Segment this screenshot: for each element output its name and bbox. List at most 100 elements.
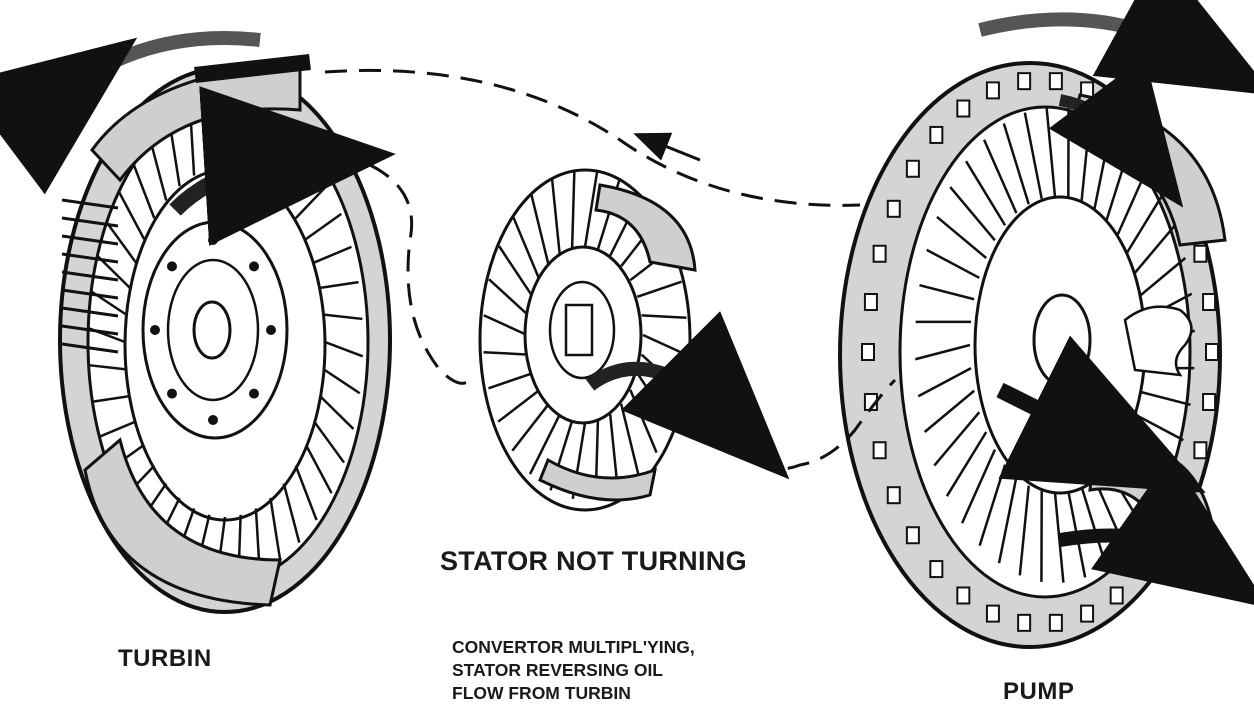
stator-blade [528,413,561,475]
pump-shell-slot [1109,586,1124,605]
hub-bolt [249,388,260,399]
pump-shell-slot [872,244,887,263]
pump-blade [919,283,975,301]
pump-shell-slot [985,81,1000,100]
pump-flow-arrow-bottom [1058,454,1254,609]
oil-flow-path-top [324,68,861,207]
turbine-blade [294,465,318,521]
stator-blade [583,170,599,248]
pump-blade [1129,223,1177,279]
stator-reversed-flow-arrow [585,311,790,480]
turbine-blade-stub [61,270,119,282]
stator-blade [483,350,529,356]
turbine-blade [98,420,137,439]
pump-flow-arrow-top [1048,56,1184,208]
turbine-flow-arrow-top [194,54,311,83]
pump-blade [1053,492,1065,583]
pump-shell-slot [1193,441,1208,460]
hub-bolt [150,325,160,335]
hub-bolt [208,235,218,245]
pump-shell-slot [886,199,901,218]
caption-line: FLOW FROM TURBIN [452,683,631,703]
pump-shell-slot [905,526,920,545]
hub-bolt [166,261,177,272]
stator-blade [483,314,528,337]
caption-line: STATOR REVERSING OIL [452,660,663,680]
pump-shell-slot [956,586,971,605]
hub-bolt [266,325,276,335]
turbine-label: TURBIN [118,645,212,672]
pump-shell-slot [956,99,971,118]
stator-blade [530,194,551,267]
pump-flow-arrow-mid [996,335,1206,493]
turbine-blade [323,368,361,395]
turbine-blade [313,245,352,264]
pump-blade [1002,123,1030,205]
hub-bolt [166,388,177,399]
pump-shell-slot [861,343,875,361]
pump-shell-slot [1017,613,1032,632]
oil-flow-direction-marker [633,132,701,162]
pump-shell-slot [1136,560,1151,579]
pump-blade [917,367,972,398]
pump-blade [923,389,975,433]
hub-bolt [208,415,218,425]
turbine-blade-stub [61,252,119,264]
stator-blade [511,403,550,452]
turbine-blade-stub [61,216,119,228]
turbine-blade [87,363,127,371]
pump-blade [945,431,988,497]
pump-blade [1018,485,1030,576]
turbine-blade [91,394,131,404]
stator-blade [570,170,576,250]
pump-shell-slot [886,486,901,505]
pump-shell-slot [905,159,920,178]
pump-wheel [838,61,1227,649]
turbine-blade-stub [61,288,119,300]
stator-blade [512,216,541,281]
stator-blade [636,280,682,299]
stator-blade [498,245,534,298]
pump-shell-slot [929,125,944,144]
turbine-rotation-arrow [0,31,261,195]
pump-rotation-arrow [978,0,1254,96]
pump-shell-slot [1017,72,1032,91]
turbine-blade [323,313,363,321]
pump-shell-slot [1202,293,1217,312]
pump-blade [933,411,981,467]
stator-blade [497,388,541,423]
pump-blade [914,343,971,361]
turbine-blade [313,420,345,464]
pump-blade [1135,257,1187,301]
pump-label: PUMP [1003,678,1075,705]
turbine-blade [105,220,137,264]
pump-shell-slot [1080,604,1095,623]
stator-label: STATOR NOT TURNING [440,546,747,576]
stator-wheel [478,168,697,512]
pump-blade [1023,112,1043,200]
stator-blade [488,371,534,390]
turbine-blade [304,444,333,494]
pump-blade [926,248,980,279]
pump-blade [949,186,996,242]
turbine-blade [149,141,168,201]
turbine-blade-stub [61,324,119,336]
turbine-blade [117,190,146,240]
pump-shell-slot [1202,392,1217,411]
turbine-flow-arrow-mid [169,86,396,246]
pump-shell-slot [1048,613,1063,632]
turbine-blade [324,340,364,358]
stator-blade [488,278,530,317]
turbine-blade [269,497,282,561]
hub-bolt [249,261,260,272]
turbine-blade-stub [61,198,119,210]
pump-shell-slot [872,441,887,460]
turbine-blade [319,280,359,290]
turbine-blade-stub [61,342,119,354]
turbine-blade [282,483,301,543]
caption-line: CONVERTOR MULTIPL'YING, [452,637,695,657]
turbine-blade-stub [61,306,119,318]
pump-blade [982,139,1018,214]
pump-shell-slot [1193,244,1208,263]
